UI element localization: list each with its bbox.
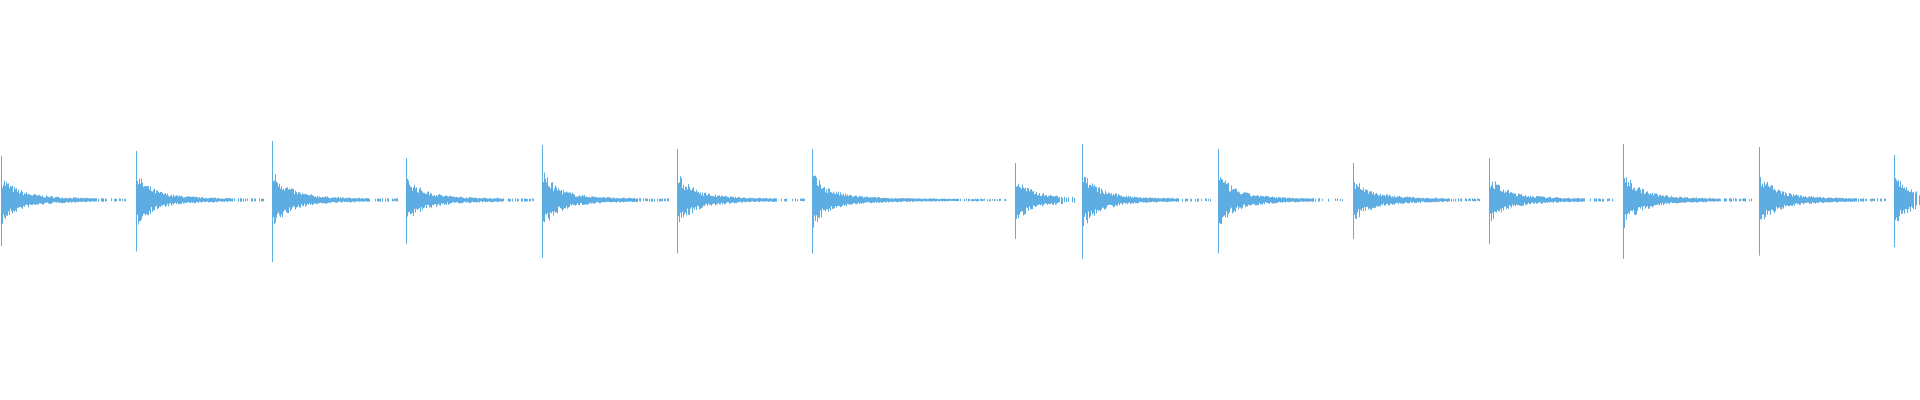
drum-hit-transient [406,158,534,245]
drum-hit-transient [542,145,669,258]
drum-hit-transient [1082,144,1211,259]
waveform-segment [1082,144,1211,259]
drum-hit-transient [1,156,126,247]
drum-hit-transient [1623,144,1752,259]
drum-hit-transient [136,151,264,252]
waveform-segment [1489,158,1613,245]
waveform-segment [542,145,669,258]
drum-hit-transient [272,141,398,262]
waveform-segment [1759,147,1886,256]
drum-hit-transient [1489,158,1613,245]
waveform-segment [1218,149,1343,254]
waveform-segment [812,149,1006,254]
waveform-segment [1353,163,1480,239]
drum-hit-transient [1894,155,1920,248]
drum-hit-transient [1759,147,1886,256]
waveform-segment [272,141,398,262]
waveform-segment [1015,163,1075,239]
waveform-segment [406,158,534,245]
drum-hit-transient [1218,149,1343,254]
drum-hit-transient [812,149,1006,254]
drum-hit-transient [1353,163,1480,239]
waveform-segment [136,151,264,252]
drum-hit-transient [1015,163,1075,239]
waveform-segment [1894,155,1920,248]
waveform-segment [677,149,805,254]
waveform-segment [1,156,126,247]
drum-hit-transient [677,149,805,254]
waveform-segment [1623,144,1752,259]
